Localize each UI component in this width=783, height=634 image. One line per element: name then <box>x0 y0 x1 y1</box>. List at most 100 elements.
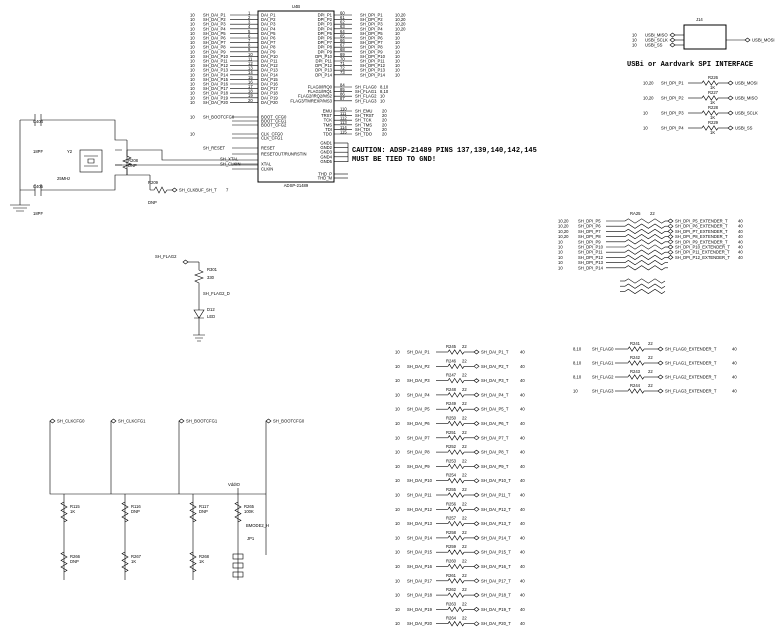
flagext-out-label: SH_FLAG2_EXTENDER_T <box>665 375 717 380</box>
daiext-out-label: SH_DAI_P20_T <box>481 621 511 626</box>
daiext-page-ref: 10 <box>395 550 400 555</box>
rpack-port <box>667 229 674 234</box>
daiext-out-label: SH_DAI_P12_T <box>481 507 511 512</box>
dai-net-label: SH_DAI_P5 <box>203 31 226 36</box>
daiext-net-label: SH_DAI_P9 <box>407 464 430 469</box>
dai-pin-name: DAI_P11 <box>261 59 278 64</box>
led-wiring <box>194 262 204 310</box>
dpi-net-label: SH_DPI_P5 <box>360 31 383 36</box>
spi-res-from-label: SH_DPI_P1 <box>661 81 684 86</box>
dpi-page-ref: 10 <box>395 40 400 45</box>
daiext-out-page: 40 <box>520 421 525 426</box>
boot-port <box>178 418 185 424</box>
flag-pin-name: FLAG1/IRQ1 <box>308 89 333 94</box>
daiext-ref: R246 <box>446 358 457 363</box>
bootcfg-net-label: SH_BOOTCFG0 <box>203 115 235 120</box>
rpack-net-label: SH_DPI_P8 <box>578 234 601 239</box>
led-mid-net: SH_FLAG2_D <box>203 291 230 296</box>
daiext-page-ref: 10 <box>395 564 400 569</box>
dpi-page-ref: 10 <box>395 45 400 50</box>
spi-res-port <box>727 125 734 131</box>
spi-res-page-ref: 10 <box>643 126 648 131</box>
daiext-ref: R254 <box>446 473 457 478</box>
dai-page-ref: 10 <box>190 95 195 100</box>
dai-page-ref: 10 <box>190 36 195 41</box>
daiext-value: 22 <box>462 587 467 592</box>
dpi-pin-name: DPI_P1 <box>318 13 333 18</box>
boot-bot-ref: R268 <box>199 554 210 559</box>
dpi-page-ref: 10 <box>395 49 400 54</box>
dpi-pin-name: DPI_P12 <box>315 63 332 68</box>
daiext-net-label: SH_DAI_P14 <box>407 535 433 540</box>
dai-pin-number: 16 <box>248 79 253 84</box>
dai-page-ref: 10 <box>190 68 195 73</box>
spi-page-ref: 10 <box>632 38 637 43</box>
dai-pin-number: 18 <box>248 89 253 94</box>
rclk-port <box>171 187 178 193</box>
daiext-out-page: 40 <box>520 564 525 569</box>
daiext-out-page: 40 <box>520 464 525 469</box>
flagext-page-ref: 8,10 <box>573 347 582 352</box>
jumper-mid <box>232 562 244 569</box>
dpi-pin-number: 65 <box>340 33 345 38</box>
boot-vdd-label: VddIO <box>228 482 241 487</box>
dai-pin-number: 3 <box>248 20 251 25</box>
dpi-pin-number: 71 <box>340 61 345 66</box>
dai-page-ref: 10 <box>190 54 195 59</box>
flag-page-ref: 8,10 <box>380 85 389 90</box>
boot-top-value: DNP <box>131 509 140 514</box>
rpack-net-label: SH_DPI_P9 <box>578 239 601 244</box>
crystal-element <box>84 155 98 167</box>
daiext-out-label: SH_DAI_P8_T <box>481 450 509 455</box>
jtag-pin-name: TMS <box>323 122 332 127</box>
daiext-ref: R263 <box>446 601 457 606</box>
misc-pin-name: RESETOUT/RUNRSTIN <box>261 152 307 157</box>
daiext-resistor <box>447 549 465 555</box>
daiext-net-label: SH_DAI_P19 <box>407 607 433 612</box>
rpack-net-label: SH_DPI_P5 <box>578 219 601 224</box>
daiext-net-label: SH_DAI_P4 <box>407 392 430 397</box>
rpack-out-page: 40 <box>738 239 743 244</box>
dai-net-label: SH_DAI_P11 <box>203 59 228 64</box>
spi-res-port <box>727 110 734 116</box>
misc-pin-name: BOOT_CFG2 <box>261 123 287 128</box>
daiext-page-ref: 10 <box>395 464 400 469</box>
jtag-pin-name: TCK <box>324 118 333 123</box>
dpi-pin-name: DPI_P11 <box>316 59 333 64</box>
spi-resistor <box>701 80 719 86</box>
spi-res-port <box>727 95 734 101</box>
rpack-port <box>667 239 674 245</box>
boot-port <box>110 418 117 424</box>
daiext-port <box>473 564 480 569</box>
spi-out-port <box>744 37 751 43</box>
dai-page-ref: 10 <box>190 26 195 31</box>
flagext-page-ref: 8,10 <box>573 361 582 366</box>
daiext-value: 22 <box>462 616 467 621</box>
flagext-resistor <box>627 388 645 394</box>
dai-pin-name: DAI_P18 <box>261 91 278 96</box>
daiext-net-label: SH_DAI_P8 <box>407 450 430 455</box>
daiext-net-label: SH_DAI_P20 <box>407 621 433 626</box>
dai-pin-number: 6 <box>248 33 251 38</box>
daiext-ref: R250 <box>446 416 457 421</box>
daiext-ref: R245 <box>446 344 457 349</box>
flagext-net-label: SH_FLAG3 <box>592 389 614 394</box>
daiext-out-label: SH_DAI_P6_T <box>481 421 509 426</box>
dpi-net-label: SH_DPI_P1 <box>360 13 383 18</box>
daiext-value: 22 <box>462 544 467 549</box>
daiext-port <box>473 435 480 441</box>
flagext-ref: R244 <box>630 383 641 388</box>
spi-page-ref: 10 <box>632 33 637 38</box>
dpi-net-label: SH_DPI_P10 <box>360 54 386 59</box>
spi-res-value: 1K <box>710 130 715 135</box>
rpack-port <box>667 218 674 224</box>
daiext-value: 22 <box>462 458 467 463</box>
flag-page-ref: 8,10 <box>380 89 389 94</box>
rpack-title: RA25 <box>630 211 641 216</box>
spi-res-page-ref: 10,20 <box>643 81 654 86</box>
rpack-page-ref: 10 <box>558 239 563 244</box>
jtag-pin-number: 115 <box>340 129 347 134</box>
spi-port <box>669 32 676 38</box>
boot-bot-value: 1K <box>131 559 136 564</box>
